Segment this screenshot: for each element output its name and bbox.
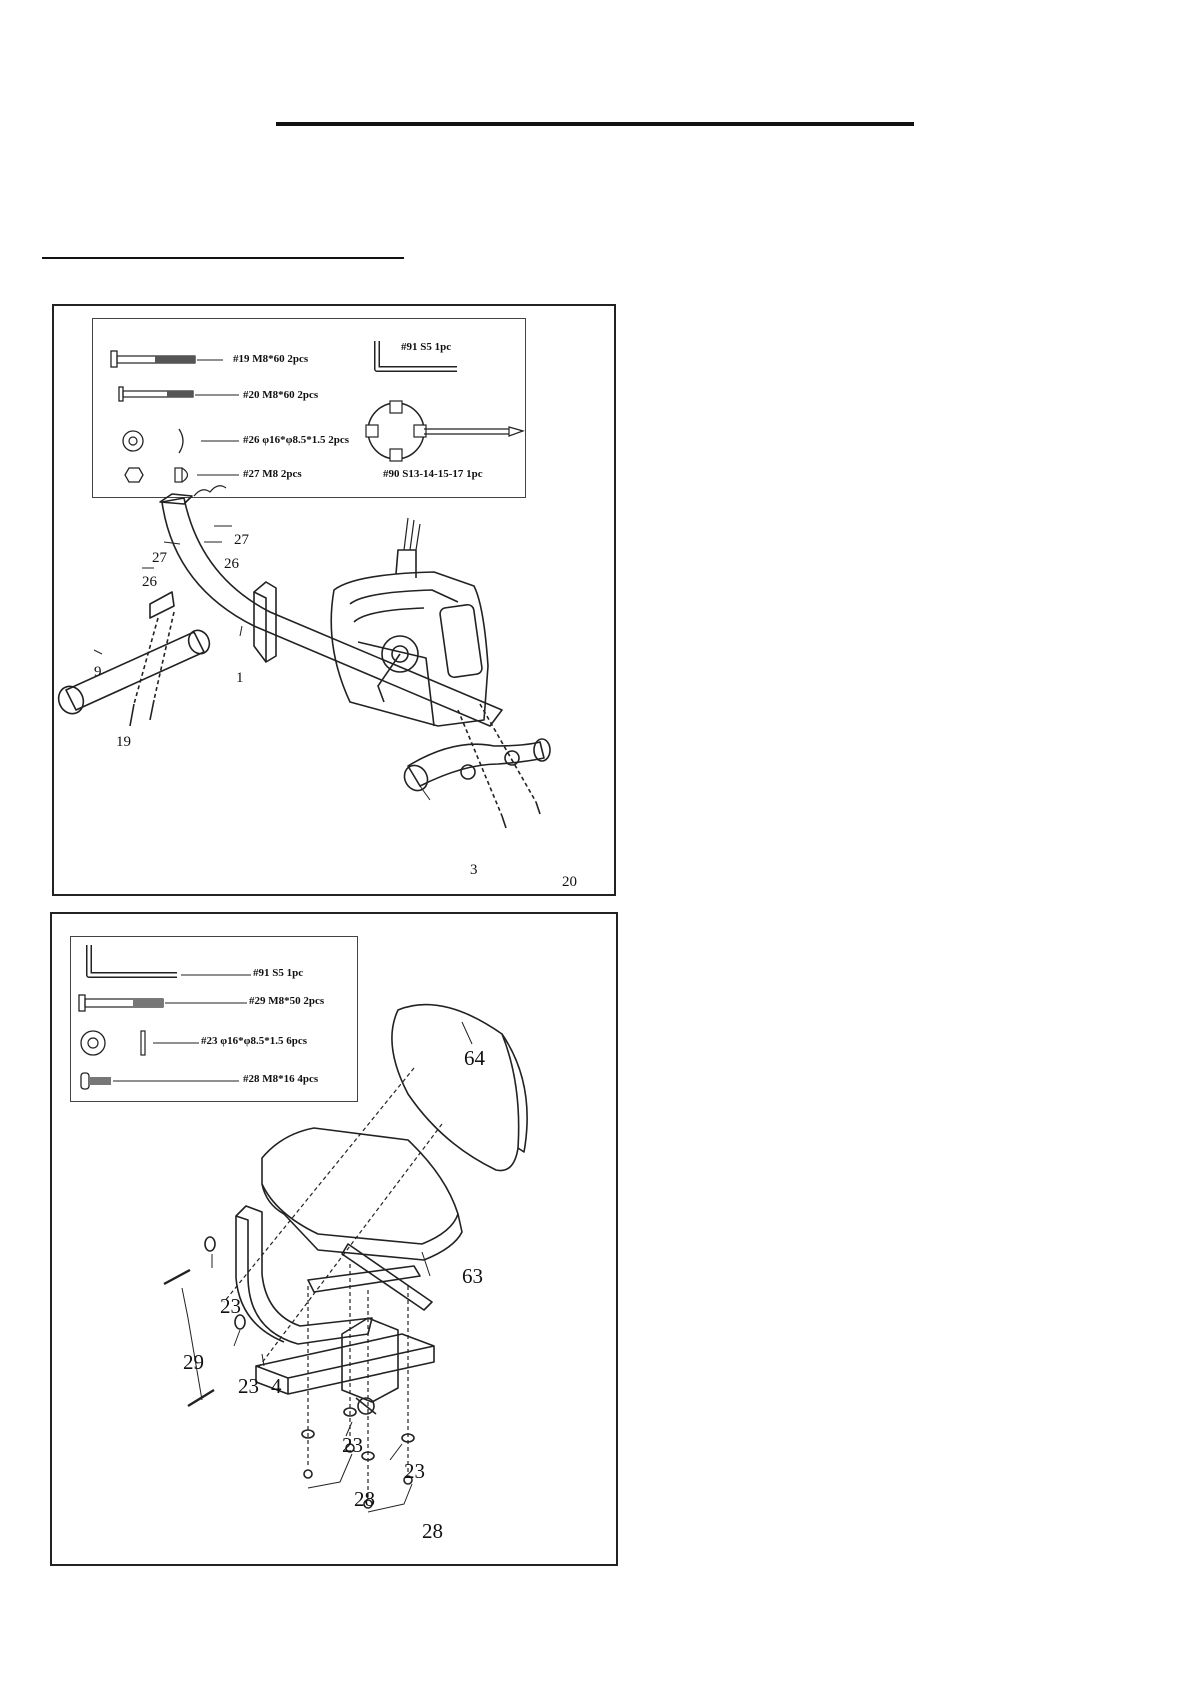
- callout-part-23-top: 23: [220, 1294, 241, 1319]
- callout-part-26-right: 26: [224, 556, 239, 573]
- callout-part-26-left: 26: [142, 574, 157, 591]
- callout-part-20: 20: [562, 874, 577, 891]
- callout-part-64: 64: [464, 1046, 485, 1071]
- callout-part-28-left: 28: [354, 1487, 375, 1512]
- callout-part-29: 29: [183, 1350, 204, 1375]
- callout-part-23-lower-right: 23: [404, 1459, 425, 1484]
- callout-part-63: 63: [462, 1264, 483, 1289]
- page-title-rule: [276, 122, 914, 126]
- callout-part-23-lower-left: 23: [342, 1433, 363, 1458]
- callout-part-1: 1: [236, 670, 244, 687]
- callout-part-9: 9: [94, 664, 102, 681]
- seat-assembly-illustration: [52, 914, 616, 1564]
- callout-part-3: 3: [470, 862, 478, 879]
- callout-part-27-right: 27: [234, 532, 249, 549]
- step-heading-rule: [42, 257, 404, 259]
- assembly-step-frame-panel: #19 M8*60 2pcs #20 M8*60 2pcs #26 φ16*φ8…: [52, 304, 616, 896]
- callout-part-4: 4: [271, 1374, 282, 1399]
- callout-part-23-mid: 23: [238, 1374, 259, 1399]
- callout-part-27-left: 27: [152, 550, 167, 567]
- assembly-step-seat-panel: #91 S5 1pc #29 M8*50 2pcs #23 φ16*φ8.5*1…: [50, 912, 618, 1566]
- callout-part-28-right: 28: [422, 1519, 443, 1544]
- callout-part-19: 19: [116, 734, 131, 751]
- bike-frame-illustration: [54, 306, 614, 894]
